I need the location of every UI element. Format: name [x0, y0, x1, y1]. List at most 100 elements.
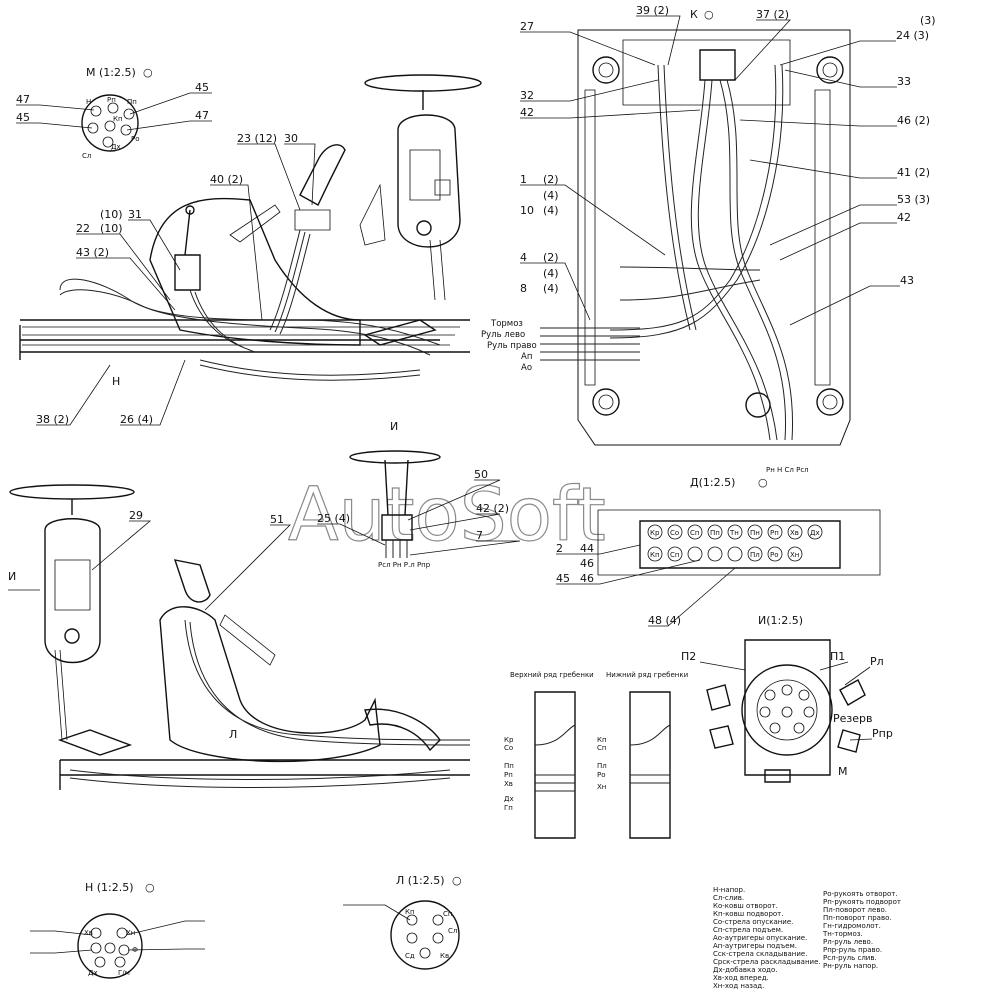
- legend-left-5: Сп-стрела подъем.: [713, 926, 783, 934]
- m-port-0: Н: [86, 98, 91, 106]
- legend-left-12: Хн-ход назад.: [713, 982, 764, 990]
- callout-12: 45: [556, 572, 570, 585]
- callout-7q: 44: [580, 542, 594, 555]
- mount-hole-bl: [592, 388, 620, 416]
- d-bot-6: Ро: [770, 551, 779, 559]
- m-port-1: Рп: [107, 96, 116, 104]
- callout-4r: (4): [543, 267, 559, 280]
- callout-m45a: 45: [195, 81, 209, 94]
- callout-30: 30: [284, 132, 298, 145]
- callout-53: 53 (3): [897, 193, 930, 206]
- view-k-symbol: ○: [704, 8, 714, 21]
- legend-left-9: Срск-стрела раскладывание.: [713, 958, 821, 966]
- view-l: Л (1:2.5) ○ Кп Сп Сд Сл Кв: [343, 874, 462, 970]
- legend-right-0: Ро-рукоять отворот.: [823, 890, 898, 898]
- connector-m-body: [81, 94, 139, 152]
- d-top-2: Сп: [690, 529, 699, 537]
- callout-2: 48 (4): [648, 614, 681, 627]
- d-top-8: Дх: [810, 529, 820, 537]
- callout-1q: (2): [543, 173, 559, 186]
- comb-up-1: Со: [504, 744, 513, 752]
- legend-left-1: Сл-слив.: [713, 894, 744, 902]
- legend-right-2: Пл-поворот лево.: [823, 906, 887, 914]
- legend-left-0: Н-напор.: [713, 886, 745, 894]
- callout-50: 42 (2): [476, 502, 509, 515]
- callout-42c: 7: [476, 529, 483, 542]
- callout-43a: 43 (2): [76, 246, 109, 259]
- callout-46a: 46 (2): [897, 114, 930, 127]
- legend-right-1: Рп-рукоять подворот: [823, 898, 901, 906]
- comb-lo-4: Хн: [597, 783, 606, 791]
- callout-41: 41 (2): [897, 166, 930, 179]
- view-l-title: Л (1:2.5): [396, 874, 445, 887]
- view-arrow-i: И: [8, 570, 16, 583]
- comb-up-3: Рп: [504, 771, 513, 779]
- legend-left-7: Ап-аутригеры подъем.: [713, 942, 797, 950]
- callout-1r: (4): [543, 189, 559, 202]
- k-line-0: Тормоз: [490, 319, 523, 329]
- d-top-4: Тн: [729, 529, 739, 537]
- view-d: Д(1:2.5) ○ Кр Со Сп Пп Тн Пн Рп Хв Дх Кп…: [556, 476, 881, 627]
- callout-8: 8: [520, 282, 527, 295]
- d-bot-7: Хн: [790, 551, 799, 559]
- d-top-6: Рп: [770, 529, 779, 537]
- l-port-2: Сд: [405, 952, 415, 960]
- mounting-plate: [577, 29, 851, 446]
- i-port-3: Резерв: [833, 712, 872, 725]
- callout-10: 10: [520, 204, 534, 217]
- comb-lo-1: Сп: [597, 744, 606, 752]
- i-port-5: М: [838, 765, 848, 778]
- callout-1: 1: [520, 173, 527, 186]
- callout-22: 22: [76, 222, 90, 235]
- comb-lo-2: Пл: [597, 762, 607, 770]
- d-bot-5: Пл: [750, 551, 760, 559]
- callout-35: 29: [129, 509, 143, 522]
- k-line-4: Ао: [521, 363, 532, 373]
- legend-right-8: Рсл-руль слив.: [823, 954, 877, 962]
- callout-43b: 43: [900, 274, 914, 287]
- comb-up-0: Кр: [504, 736, 514, 744]
- mount-hole-tr: [816, 56, 844, 84]
- m-port-6: Дх: [111, 143, 121, 151]
- view-m-symbol: ○: [143, 66, 153, 79]
- callout-m47b: 47: [195, 109, 209, 122]
- mount-hole-br: [816, 388, 844, 416]
- d-bot-0: Кп: [650, 551, 660, 559]
- callout-12r: 46: [580, 572, 594, 585]
- legend-right-9: Рн-руль напор.: [823, 962, 878, 970]
- callout-10b: (10): [100, 222, 123, 235]
- legend-left-8: Сск-стрела складывание.: [713, 950, 807, 958]
- l-port-3: Сл: [448, 927, 457, 935]
- n-port-4: Г/м: [118, 969, 130, 977]
- legend-left-10: Дх-добавка ходо.: [713, 966, 778, 974]
- view-arrow-l: Л: [229, 728, 237, 741]
- comb-upper-title: Верхний ряд гребенки: [510, 671, 594, 679]
- callout-24: 24 (3): [896, 29, 929, 42]
- view-d-symbol: ○: [758, 476, 768, 489]
- d-top-7: Хв: [790, 529, 799, 537]
- callout-31: 31: [128, 208, 142, 221]
- l-port-0: Кп: [405, 908, 415, 916]
- i-port-4: Рпр: [872, 727, 893, 740]
- callout-38: 38 (2): [36, 413, 69, 426]
- k-line-2: Руль право: [487, 341, 537, 351]
- comb-lo-3: Ро: [597, 771, 606, 779]
- callout-42a: 42: [520, 106, 534, 119]
- view-i-small: И Рсл Рн Р.л Рпр 50 42 (2) 7 25 (4): [317, 420, 521, 569]
- callout-37: 37 (2): [756, 8, 789, 21]
- callout-10q: (4): [543, 204, 559, 217]
- k-line-3: Ап: [521, 352, 532, 362]
- m-port-5: Сл: [82, 152, 91, 160]
- legend-left-4: Со-стрела опускание.: [713, 918, 793, 926]
- callout-39: 39 (2): [636, 4, 669, 17]
- callout-24a: (3): [920, 14, 936, 27]
- callout-23: 23 (12): [237, 132, 277, 145]
- view-n-title: Н (1:2.5): [85, 881, 134, 894]
- callout-8q: (4): [543, 282, 559, 295]
- cab-side-view-bottom: И 29 51 Л: [8, 484, 471, 790]
- view-d-title: Д(1:2.5): [690, 476, 735, 489]
- callout-27: 27: [520, 20, 534, 33]
- comb-up-5: Дх: [504, 795, 514, 803]
